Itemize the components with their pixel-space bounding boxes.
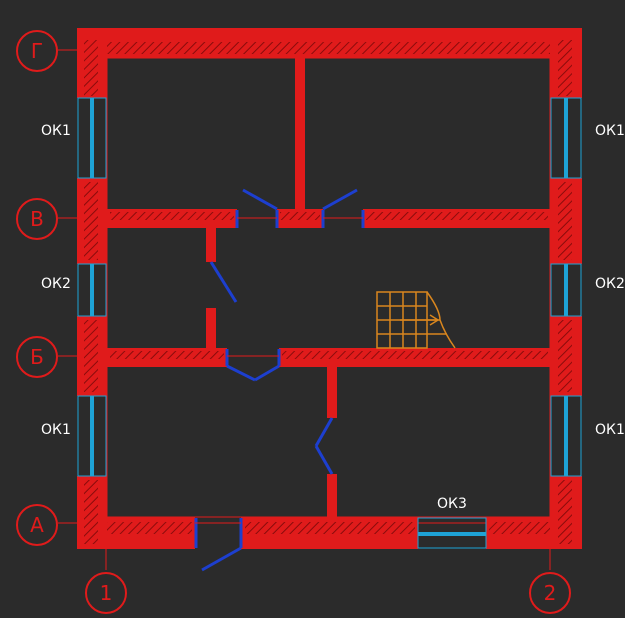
window-label-right-mid: ОК2: [595, 276, 625, 292]
window-label-left-bot: ОК1: [41, 422, 71, 438]
axis-label-row-a: А: [16, 504, 58, 546]
axis-label-col-1: 1: [85, 572, 127, 614]
window-icon: [550, 263, 582, 317]
door-swing-icon: [209, 261, 238, 303]
axis-label-row-g: Г: [16, 30, 58, 72]
window-label-right-bot: ОК1: [595, 422, 625, 438]
door-swing-icon: [225, 349, 281, 382]
doors: [194, 188, 365, 572]
inner-walls: [107, 58, 551, 518]
window-icon: [77, 97, 107, 179]
axis-label-row-v: В: [16, 198, 58, 240]
axis-label-col-2: 2: [529, 572, 571, 614]
window-label-left-mid: ОК2: [41, 276, 71, 292]
door-swing-icon: [235, 188, 279, 228]
door-swing-icon: [194, 518, 243, 572]
outer-walls: [77, 28, 582, 549]
window-icon: [550, 97, 582, 179]
axis-label-row-b: Б: [16, 336, 58, 378]
inner-outline: [106, 57, 551, 518]
windows: [77, 97, 582, 549]
window-label-bottom: ОК3: [437, 496, 467, 512]
door-swing-icon: [321, 188, 365, 228]
window-icon: [77, 395, 107, 477]
window-icon: [77, 263, 107, 317]
axis-lines: [58, 40, 575, 570]
window-label-left-top: ОК1: [41, 123, 71, 139]
door-swing-icon: [314, 417, 334, 475]
stair-icon: [376, 291, 456, 349]
window-icon: [550, 395, 582, 477]
window-icon: [417, 517, 487, 549]
opening-lines: [195, 217, 363, 524]
window-label-right-top: ОК1: [595, 123, 625, 139]
